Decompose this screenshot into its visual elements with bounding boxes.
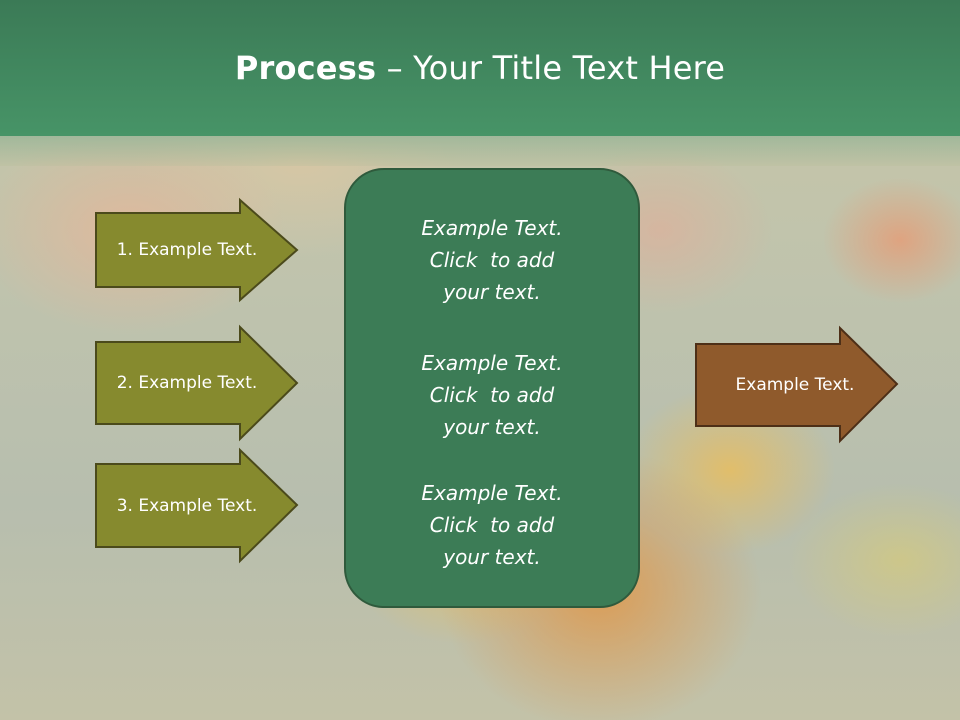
step-label-3: 3. Example Text.: [116, 496, 258, 516]
center-text-block-2[interactable]: Example Text. Click to add your text.: [344, 347, 640, 443]
center-text-line: Click to add: [429, 383, 555, 407]
center-text-line: your text.: [443, 415, 541, 439]
center-text-line: Click to add: [429, 513, 555, 537]
output-arrow[interactable]: [695, 325, 899, 444]
center-text-line: your text.: [443, 280, 541, 304]
step-arrow-1[interactable]: [95, 197, 299, 303]
center-text-block-3[interactable]: Example Text. Click to add your text.: [344, 477, 640, 573]
center-text-line: Example Text.: [421, 351, 563, 375]
center-text-line: Example Text.: [421, 481, 563, 505]
output-label: Example Text.: [735, 375, 855, 395]
center-text-block-1[interactable]: Example Text. Click to add your text.: [344, 212, 640, 308]
title-bar: Process – Your Title Text Here: [0, 0, 960, 136]
title-underline-strip: [0, 136, 960, 166]
title-bold: Process: [234, 49, 377, 87]
title-rest: – Your Title Text Here: [376, 49, 726, 87]
center-content-box[interactable]: [344, 168, 640, 608]
center-text-line: your text.: [443, 545, 541, 569]
slide-title[interactable]: Process – Your Title Text Here: [235, 49, 725, 87]
center-text-line: Example Text.: [421, 216, 563, 240]
step-arrow-2[interactable]: [95, 324, 299, 442]
center-text-line: Click to add: [429, 248, 555, 272]
step-arrow-3[interactable]: [95, 447, 299, 564]
step-label-2: 2. Example Text.: [116, 373, 258, 393]
step-label-1: 1. Example Text.: [116, 240, 258, 260]
